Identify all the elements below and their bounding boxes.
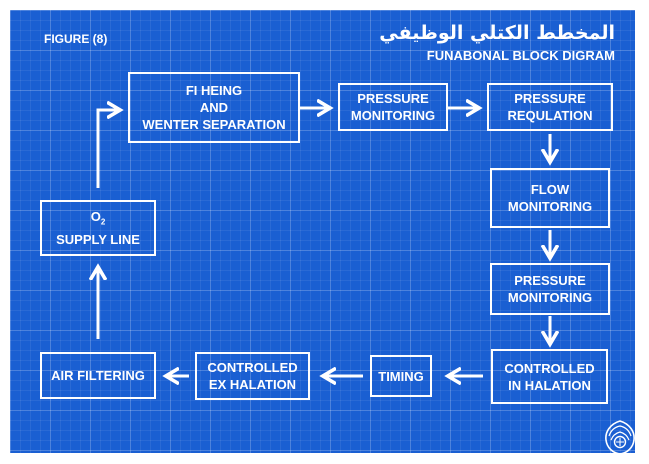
block-controlled-inhalation: CONTROLLED IN HALATION <box>491 349 608 404</box>
block-text: PRESSURE <box>514 91 586 106</box>
o2-subscript: 2 <box>100 217 106 227</box>
block-text: MONITORING <box>350 108 436 123</box>
emblem-logo <box>605 420 635 453</box>
block-text: FLOW <box>530 182 570 197</box>
block-text: TIMING <box>378 368 424 384</box>
arrow-icon <box>96 110 119 188</box>
block-text: MONITORING <box>507 290 593 305</box>
flow-arrows <box>10 10 635 453</box>
block-timing: TIMING <box>370 355 432 397</box>
block-pressure-regulation: PRESSURE REQULATION <box>487 83 613 131</box>
block-text: CONTROLLED <box>207 360 298 375</box>
block-text: REQULATION <box>507 108 593 123</box>
block-text: PRESSURE <box>357 91 429 106</box>
block-text: EX HALATION <box>208 377 297 392</box>
block-text: IN HALATION <box>508 377 591 393</box>
block-text: AND <box>199 100 229 115</box>
block-text: PRESSURE <box>514 273 586 288</box>
block-pressure-monitoring-1: PRESSURE MONITORING <box>338 83 448 131</box>
block-text: AIR FILTERING <box>51 368 145 383</box>
title-arabic: المخطط الكتلي الوظيفي <box>379 22 615 44</box>
block-text: WENTER SEPARATION <box>142 117 286 132</box>
block-text: CONTROLLED <box>504 360 595 376</box>
blueprint-canvas: FIGURE (8) المخطط الكتلي الوظيفي FUNABON… <box>10 10 635 453</box>
block-text: MONITORING <box>507 199 593 214</box>
title-english: FUNABONAL BLOCK DIGRAM <box>426 48 615 63</box>
block-text: SUPPLY LINE <box>56 231 140 247</box>
block-flow-monitoring: FLOW MONITORING <box>490 168 610 228</box>
block-o2-supply-line: O2 SUPPLY LINE <box>40 200 156 256</box>
figure-label: FIGURE (8) <box>44 32 108 46</box>
block-filtering-water-separation: FI HEING AND WENTER SEPARATION <box>128 72 300 143</box>
o2-letter: O <box>90 209 101 225</box>
block-text: FI HEING <box>185 83 243 98</box>
o2-label: O2 <box>91 208 106 231</box>
block-controlled-exhalation: CONTROLLED EX HALATION <box>195 352 310 400</box>
block-air-filtering: AIR FILTERING <box>40 352 156 399</box>
block-pressure-monitoring-2: PRESSURE MONITORING <box>490 263 610 315</box>
